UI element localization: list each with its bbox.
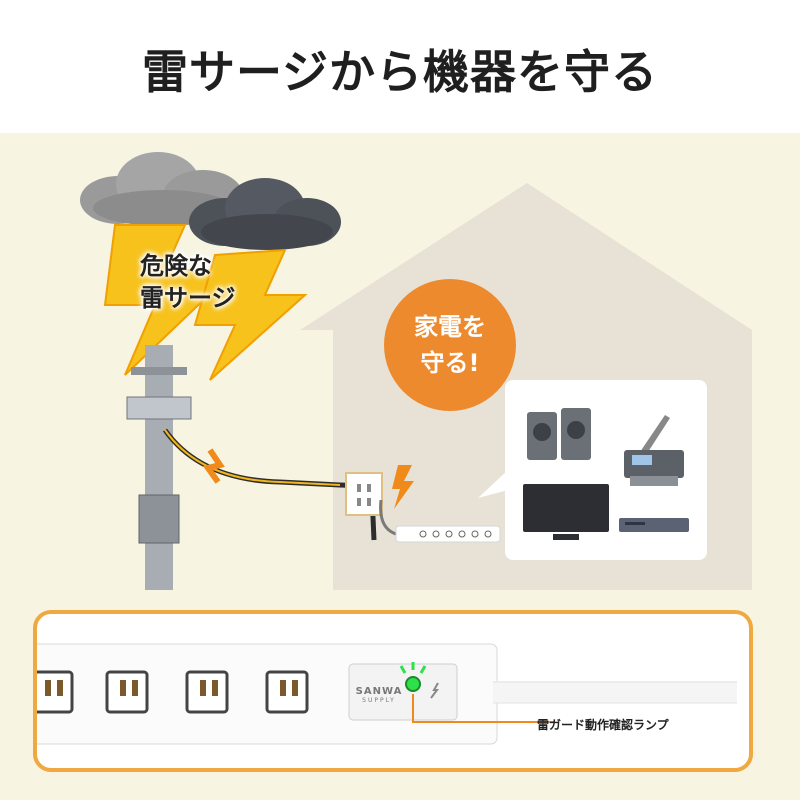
sanwa-logo: SANWA SUPPLY — [355, 686, 403, 705]
floor-power-strip-icon — [379, 499, 501, 543]
danger-label-line2: 雷サージ — [140, 284, 236, 312]
tv-icon — [523, 484, 609, 540]
dark-cloud-icon — [189, 178, 341, 250]
protect-appliances-badge: 家電を 守る! — [384, 279, 516, 411]
logo-top: SANWA — [355, 686, 403, 697]
card-pointer — [478, 470, 508, 498]
lightning-bolt-icon — [103, 224, 308, 381]
lamp-leader-line — [412, 694, 554, 723]
appliance-card — [505, 380, 707, 560]
guard-lamp-label: 雷ガード動作確認ランプ — [537, 718, 669, 732]
logo-bottom: SUPPLY — [362, 697, 396, 704]
printer-icon — [624, 415, 684, 486]
recorder-icon — [619, 518, 689, 532]
utility-pole-icon — [126, 345, 192, 590]
small-lightning-icon — [392, 465, 414, 509]
page-title: 雷サージから機器を守る — [141, 45, 659, 99]
power-strip-closeup — [33, 610, 753, 772]
guard-lamp-icon — [399, 662, 427, 692]
danger-surge-label: 危険な 雷サージ — [140, 250, 270, 314]
danger-label-line1: 危険な — [140, 252, 212, 280]
wall-outlet-icon — [345, 472, 383, 516]
power-strip-body — [37, 643, 737, 745]
badge-line2: 守る! — [420, 349, 480, 377]
speaker-icon — [527, 408, 591, 460]
badge-line1: 家電を — [414, 313, 486, 341]
